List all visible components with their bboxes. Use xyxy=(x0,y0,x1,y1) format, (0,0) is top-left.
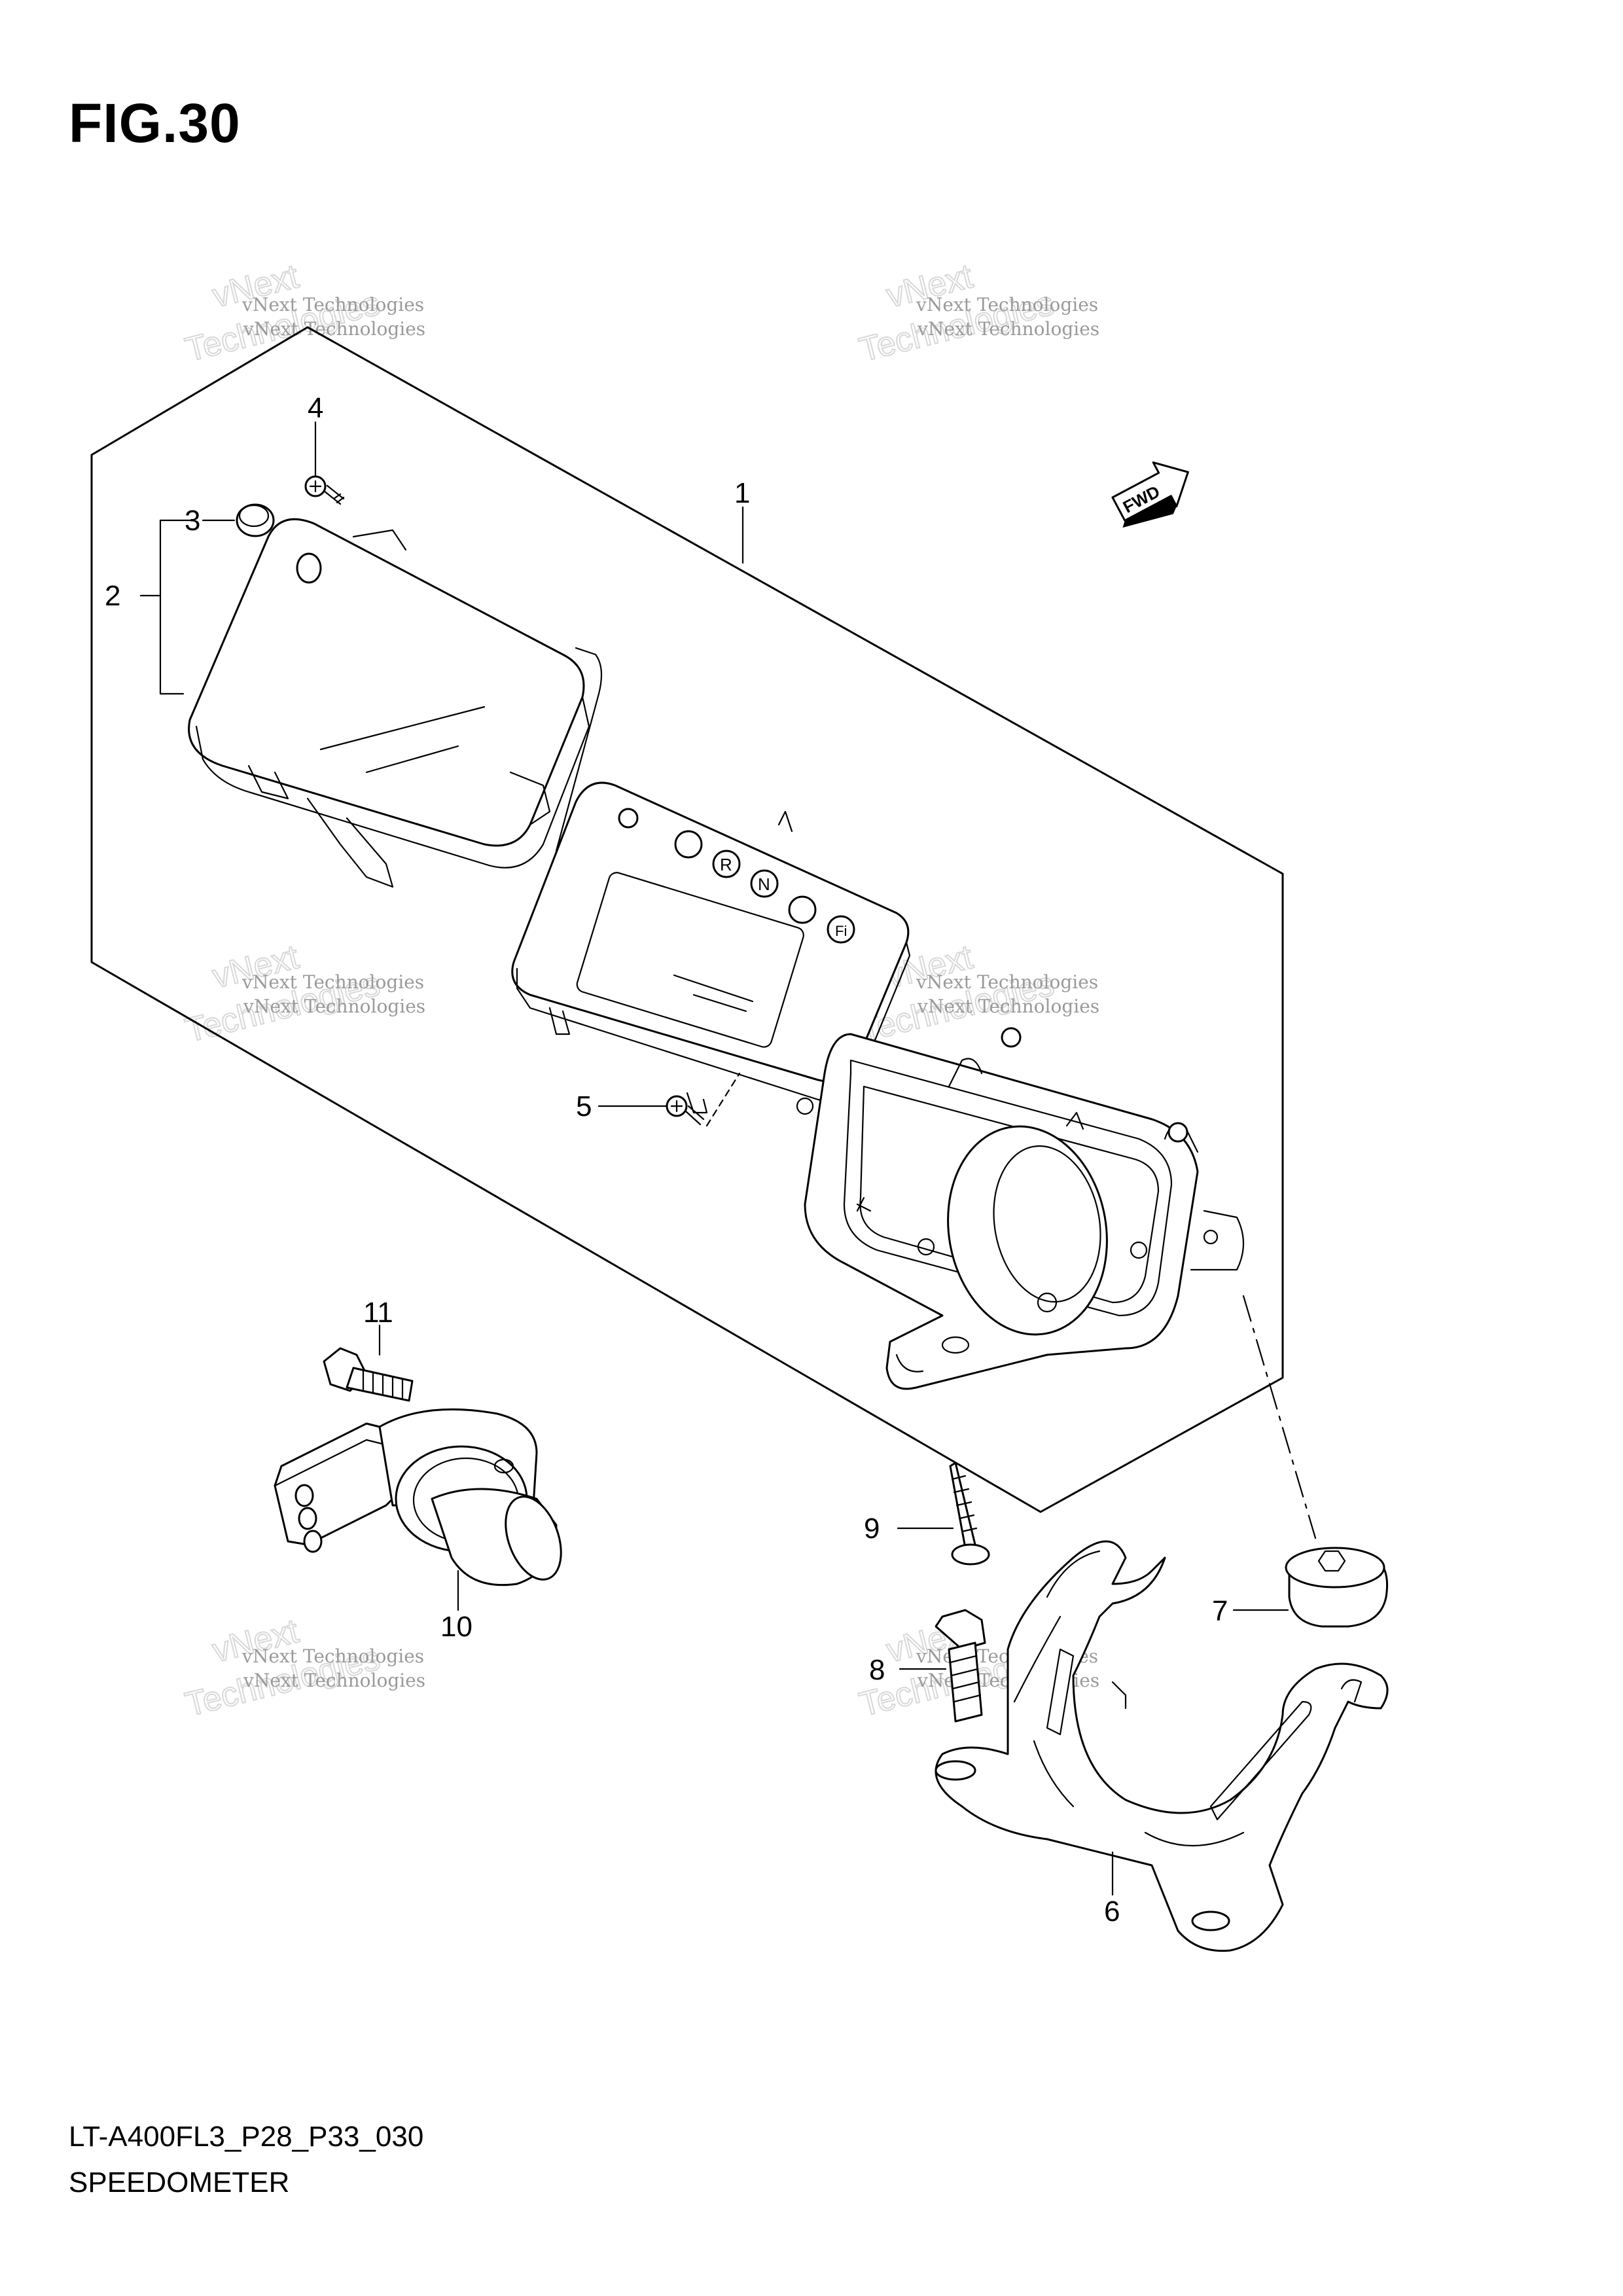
callout-10: 10 xyxy=(440,1611,473,1643)
callout-7: 7 xyxy=(1212,1595,1228,1627)
watermark-text: vNext Technologies xyxy=(241,1645,424,1667)
fwd-direction-icon: FWD xyxy=(1111,461,1189,528)
bolt-part-8 xyxy=(935,1609,986,1723)
callout-8: 8 xyxy=(869,1654,885,1686)
watermark-text: vNext Technologies xyxy=(241,294,424,315)
watermark-text: vNext Technologies xyxy=(917,996,1099,1017)
watermark-text: vNext Technologies xyxy=(241,971,424,993)
diagram-name: SPEEDOMETER xyxy=(69,2166,290,2198)
callout-6: 6 xyxy=(1104,1895,1120,1928)
callout-3: 3 xyxy=(185,505,200,537)
indicator-n-label: N xyxy=(758,874,770,894)
meter-housing xyxy=(796,1027,1245,1390)
callout-4: 4 xyxy=(308,392,323,424)
meter-cover xyxy=(188,518,603,888)
speed-sensor-part-10 xyxy=(274,1408,562,1587)
callout-labels: 1 2 3 4 5 6 7 8 9 10 11 xyxy=(105,392,1228,1928)
assembly-outline xyxy=(90,326,1284,1513)
callout-11: 11 xyxy=(363,1297,393,1329)
screw-part-9 xyxy=(949,1462,990,1566)
watermark-text: vNext Technologies xyxy=(243,996,425,1017)
watermark-text: vNext Technologies xyxy=(916,294,1098,315)
diagram-code: LT-A400FL3_P28_P33_030 xyxy=(69,2121,424,2153)
watermark-text: vNext Technologies xyxy=(243,1670,425,1691)
screw-part-5 xyxy=(666,1072,741,1127)
watermark-text: vNext Technologies xyxy=(243,318,425,340)
callout-2: 2 xyxy=(105,580,120,612)
bracket-part-6 xyxy=(935,1540,1389,1952)
bolt-part-11 xyxy=(323,1347,414,1402)
indicator-r-label: R xyxy=(720,855,732,874)
meter-case: R N Fi xyxy=(511,781,911,1114)
cap-part xyxy=(236,503,275,537)
callout-5: 5 xyxy=(576,1090,592,1122)
screw-part-4 xyxy=(304,475,345,505)
callout-leaders xyxy=(139,421,1289,1896)
callout-9: 9 xyxy=(864,1513,880,1545)
indicator-fi-label: Fi xyxy=(835,923,847,939)
grommet-part-7 xyxy=(1285,1547,1389,1628)
watermark-text: vNext Technologies xyxy=(916,971,1098,993)
callout-1: 1 xyxy=(734,477,750,509)
watermark-text: vNext Technologies xyxy=(917,318,1099,340)
figure-title: FIG.30 xyxy=(69,92,241,154)
